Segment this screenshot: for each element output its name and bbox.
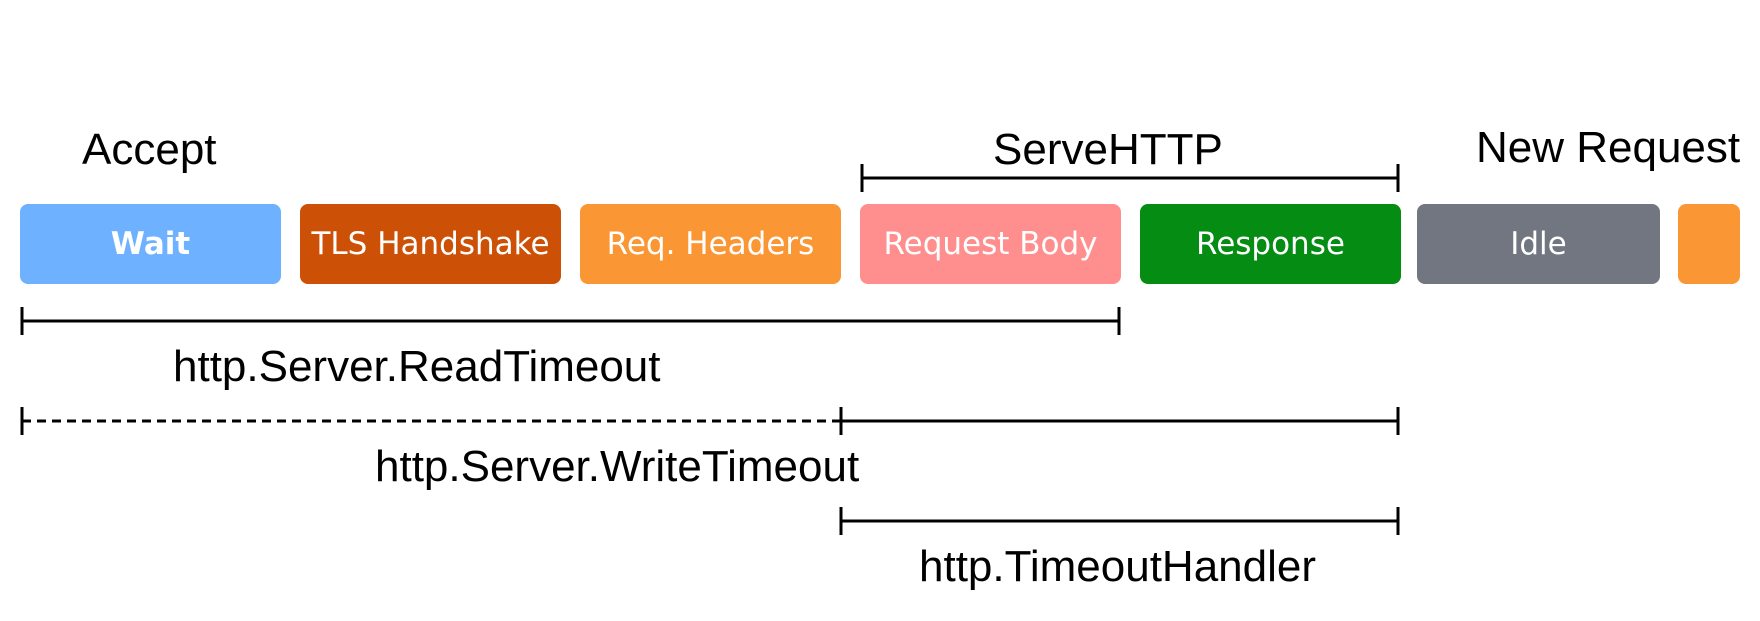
serve-http-bracket <box>860 164 1400 192</box>
phase-tls-handshake: TLS Handshake <box>300 204 561 284</box>
timeout-handler-label: http.TimeoutHandler <box>919 542 1317 591</box>
new-request-label: New Request <box>1476 123 1741 172</box>
read-timeout-label: http.Server.ReadTimeout <box>173 342 661 391</box>
serve-http-label: ServeHTTP <box>993 125 1223 174</box>
write-timeout-label: http.Server.WriteTimeout <box>375 442 860 491</box>
phase-wait: Wait <box>20 204 281 284</box>
phase-next-request <box>1678 204 1740 284</box>
read-timeout-bracket <box>20 307 1121 335</box>
phase-request-body: Request Body <box>860 204 1121 284</box>
phase-request-headers: Req. Headers <box>580 204 841 284</box>
timeout-handler-bracket <box>839 507 1400 535</box>
accept-label: Accept <box>82 125 217 174</box>
phase-idle: Idle <box>1417 204 1660 284</box>
write-timeout-bracket <box>20 407 1400 435</box>
phase-response: Response <box>1140 204 1401 284</box>
